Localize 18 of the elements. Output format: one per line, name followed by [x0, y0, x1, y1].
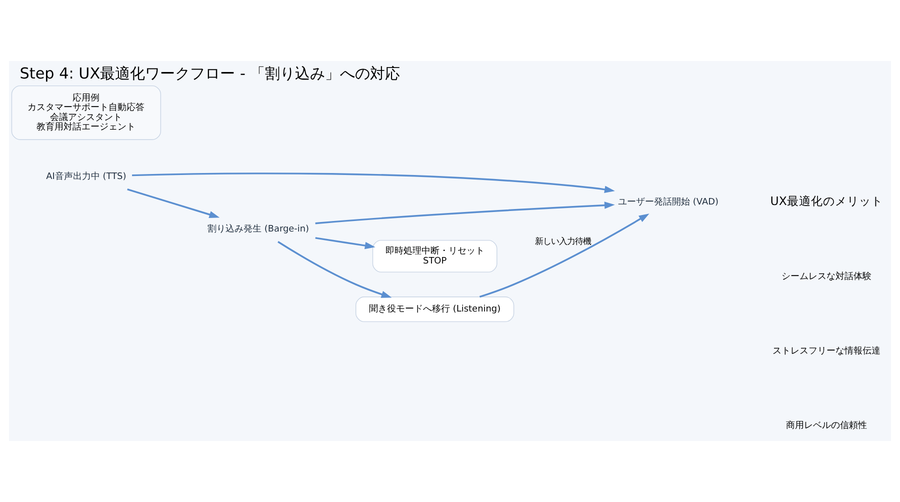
node-box: 即時処理中断・リセット STOP	[372, 240, 498, 272]
label: ストレスフリーな情報伝達	[772, 346, 881, 357]
arrow	[315, 237, 376, 250]
label: UX最適化のメリット	[770, 194, 883, 208]
node-text: AI音声出力中 (TTS)	[46, 172, 126, 182]
node-box: 応用例 カスタマーサポート自動応答 会議アシスタント 教育用対話エージェント	[11, 85, 162, 140]
arrow	[479, 214, 650, 298]
diagram-title: Step 4: UX最適化ワークフロー - 「割り込み」への対応	[20, 64, 400, 83]
arrow	[278, 241, 392, 298]
node-text: 割り込み発生 (Barge-in)	[207, 224, 310, 235]
label: 商用レベルの信頼性	[786, 421, 868, 432]
label: シームレスな対話体験	[782, 272, 872, 282]
node-box: 聞き役モードへ移行 (Listening)	[356, 296, 514, 322]
edge-label: 新しい入力待機	[535, 236, 592, 246]
arrow	[127, 188, 220, 218]
node-text: ユーザー発話開始 (VAD)	[618, 198, 718, 208]
arrow	[315, 202, 615, 224]
arrow	[132, 172, 615, 194]
